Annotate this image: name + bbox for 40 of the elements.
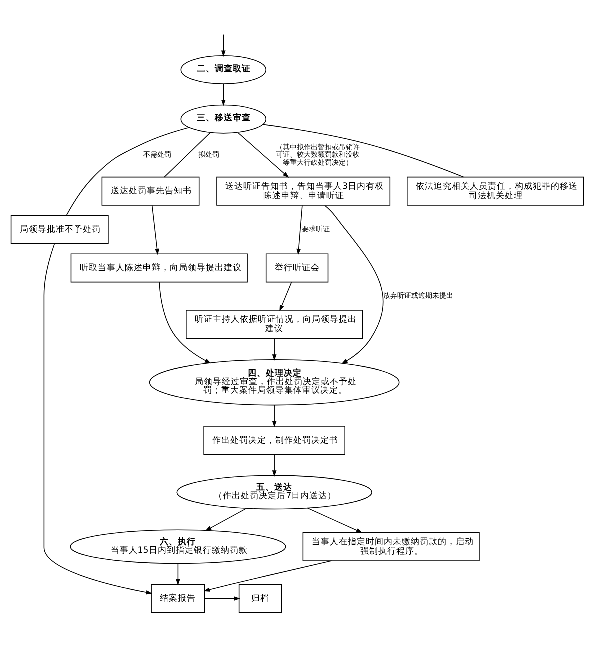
arrow <box>159 282 212 364</box>
arrow <box>324 205 384 364</box>
arrow <box>221 84 226 106</box>
node-ellipse: 五、送达 （作出处罚决定后7日内送达） <box>176 475 372 510</box>
arrow <box>280 282 292 312</box>
connector <box>66 127 190 216</box>
node-box: 局领导批准不予处罚 <box>10 215 109 244</box>
arrow <box>221 34 226 58</box>
arrow <box>296 205 303 256</box>
arrow <box>272 404 277 428</box>
node-ellipse: 三、移送审查 <box>180 104 267 134</box>
arrow <box>204 560 332 592</box>
arrow <box>176 563 180 586</box>
node-box: 举行听证会 <box>266 254 329 283</box>
node-ellipse: 二、调查取证 <box>180 55 267 84</box>
arrow <box>272 454 277 477</box>
node-box: 送达听证告知书，告知当事人3日内有权陈述申辩、申请听证 <box>216 176 391 206</box>
connector <box>164 132 211 178</box>
node-box: 结案报告 <box>151 584 206 614</box>
connector <box>262 124 464 178</box>
arrow <box>238 132 290 178</box>
edge-label: 放弃听证或逾期未提出 <box>384 291 454 300</box>
arrow <box>44 244 153 595</box>
edge-label: （其中拟作出暂扣或吊销许可证、较大数额罚款和没收等重大行政处罚决定） <box>276 142 360 167</box>
edge-label: 不需处罚 <box>144 150 172 160</box>
node-box: 听取当事人陈述申辩，向局领导提出建议 <box>70 254 248 283</box>
node-box: 送达处罚事先告知书 <box>102 176 200 206</box>
arrow <box>204 596 240 601</box>
edge-label: 要求听证 <box>302 224 330 234</box>
node-box: 当事人在指定时间内未缴纳罚款的，启动强制执行程序。 <box>302 532 480 562</box>
arrow <box>272 338 277 361</box>
node-box: 依法追究相关人员责任，构成犯罪的移送司法机关处理 <box>407 176 584 206</box>
edge-label: 拟处罚 <box>198 150 220 160</box>
arrow <box>152 205 160 256</box>
node-box: 作出处罚决定，制作处罚决定书 <box>204 426 346 456</box>
arrow <box>205 508 248 532</box>
arrow <box>307 508 363 534</box>
node-ellipse: 六、执行 当事人15日内到指定银行缴纳罚款 <box>70 530 286 564</box>
node-box: 归档 <box>238 584 282 614</box>
node-box: 听证主持人依据听证情况，向局领导提出建议 <box>186 310 364 340</box>
